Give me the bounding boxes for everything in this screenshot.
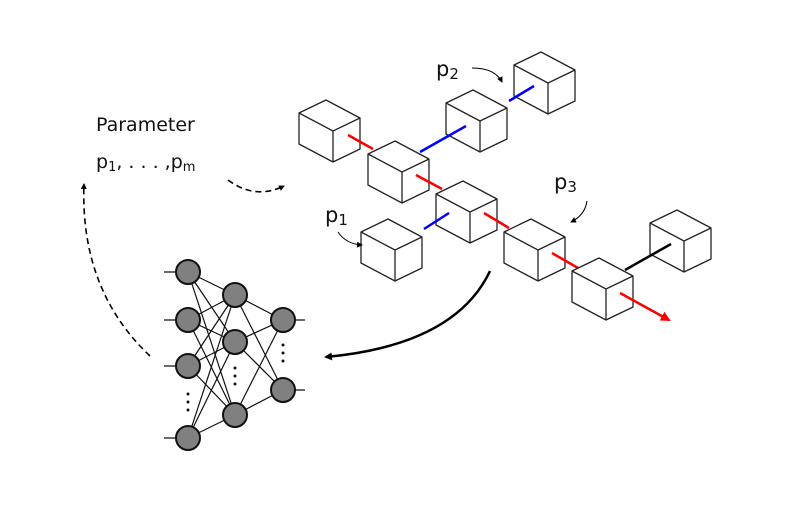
param-last-base: p [171,151,183,173]
nn-ellipsis-dot [281,359,285,363]
p2-pointer-arrow [471,67,503,83]
nn-ellipsis-dot [233,382,237,386]
nn-node [222,282,248,308]
nn-ellipsis-dot [186,408,190,412]
cube-chain [298,51,712,322]
dashed-arrow-to-parameters [80,183,151,357]
red-link [551,251,579,270]
p3-pointer-arrow [570,200,588,223]
p1-pointer-arrow [337,231,363,248]
nn-edge [187,294,236,367]
cube-center [435,180,498,244]
neural-network [164,259,305,451]
nn-node [222,329,248,355]
nn-node [175,425,201,451]
nn-ellipsis-dot [281,351,285,355]
blue-link [423,211,450,231]
nn-node [222,402,248,428]
parameter-list: p1, . . . ,pm [96,151,195,175]
cube-top-middle [445,89,508,153]
nn-node [175,353,201,379]
parameter-title: Parameter [96,114,195,136]
nn-edge [187,341,236,439]
cube-top-right [513,51,576,115]
nn-ellipsis-dot [186,392,190,396]
red-output-arrow [619,291,671,322]
black-link [624,242,672,272]
blue-link [508,84,535,103]
nn-node [175,259,201,285]
nn-node [270,307,296,333]
cube-end [571,257,634,321]
nn-ellipsis-dot [281,343,285,347]
label-p1: p1 [325,203,348,229]
nn-edge [187,294,236,439]
nn-edge [234,294,284,391]
cube-p3 [503,218,566,282]
cube-p1 [360,218,423,282]
blue-link [419,124,467,154]
red-link [415,173,443,191]
param-first-base: p [96,151,108,173]
red-link [483,211,510,230]
dashed-arrow-to-structure [227,179,285,193]
feedback-arrow [324,270,492,361]
nn-node [270,377,296,403]
param-ellipsis: , . . . , [116,151,170,173]
label-p3: p3 [554,170,577,196]
cube-second [367,140,430,204]
red-link [347,133,374,151]
nn-ellipsis-dot [233,366,237,370]
nn-ellipsis-dot [186,400,190,404]
nn-node [175,307,201,333]
param-first-sub: 1 [108,160,116,175]
nn-edge [187,271,236,416]
cube-top-left [298,99,361,163]
label-p2: p2 [436,57,459,83]
nn-ellipsis-dot [233,374,237,378]
nn-edge [234,319,284,416]
cube-far-right [649,209,712,273]
param-last-sub: m [183,160,196,175]
